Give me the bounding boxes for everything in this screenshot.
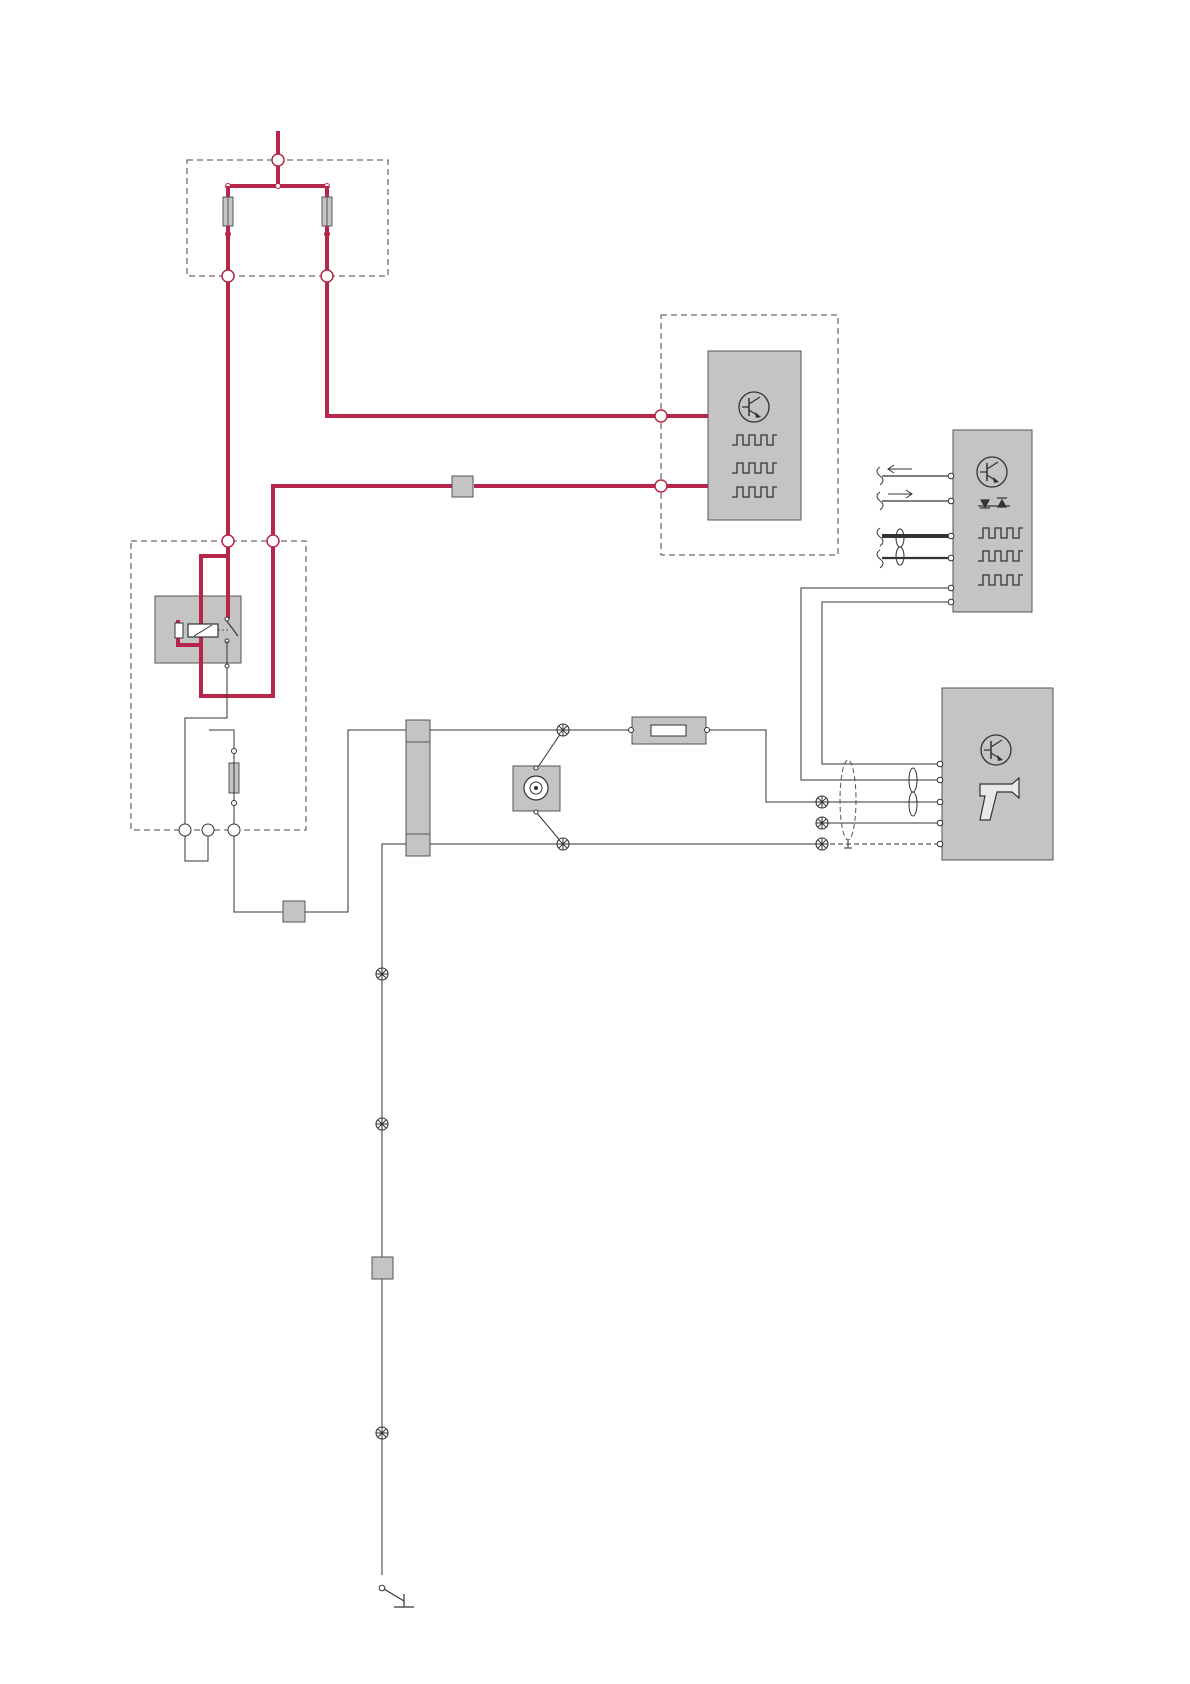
arrow-out-icon (888, 490, 912, 498)
relay-box-border (131, 541, 306, 830)
terminal-relay-bottom (179, 824, 191, 836)
ignition-coil-module (840, 688, 1053, 860)
splice-icon (557, 838, 569, 850)
harness-connector (406, 720, 430, 856)
terminal-relay-bottom (228, 824, 240, 836)
fan-motor-icon (909, 768, 917, 816)
terminal-relay-in (222, 535, 234, 547)
terminal-relay-bottom (202, 824, 214, 836)
in-line-fuse (629, 717, 710, 744)
splice-icon (816, 796, 828, 808)
fuse-box-border (187, 160, 388, 276)
control-module-right (877, 430, 1032, 612)
signal-wiring-center (382, 730, 940, 1575)
pressure-sensor (513, 766, 560, 814)
connector-block (452, 476, 473, 497)
arrow-in-icon (888, 465, 912, 473)
ground-icon (384, 1589, 414, 1607)
power-wiring (228, 282, 655, 535)
terminal-fuse-2 (321, 270, 333, 282)
connector-block (283, 901, 305, 922)
signal-wiring-right (801, 588, 948, 780)
module-pin (655, 410, 667, 422)
splice-icon (557, 724, 569, 736)
control-module-upper (655, 315, 838, 555)
splice-icon (376, 1118, 388, 1130)
ground-run (372, 968, 414, 1607)
splice-icon (376, 1427, 388, 1439)
module-pin (655, 480, 667, 492)
shield-icon (840, 760, 856, 840)
terminal-relay-out (267, 535, 279, 547)
terminal-feed (272, 154, 284, 166)
terminal-fuse-1 (222, 270, 234, 282)
connector-block (372, 1257, 393, 1279)
relay-box (131, 535, 306, 861)
module-body (942, 688, 1053, 860)
splice-icon (816, 838, 828, 850)
signal-wiring-lower (234, 730, 406, 912)
fuse-box (187, 131, 388, 282)
splice-icon (816, 817, 828, 829)
splice-icon (376, 968, 388, 980)
